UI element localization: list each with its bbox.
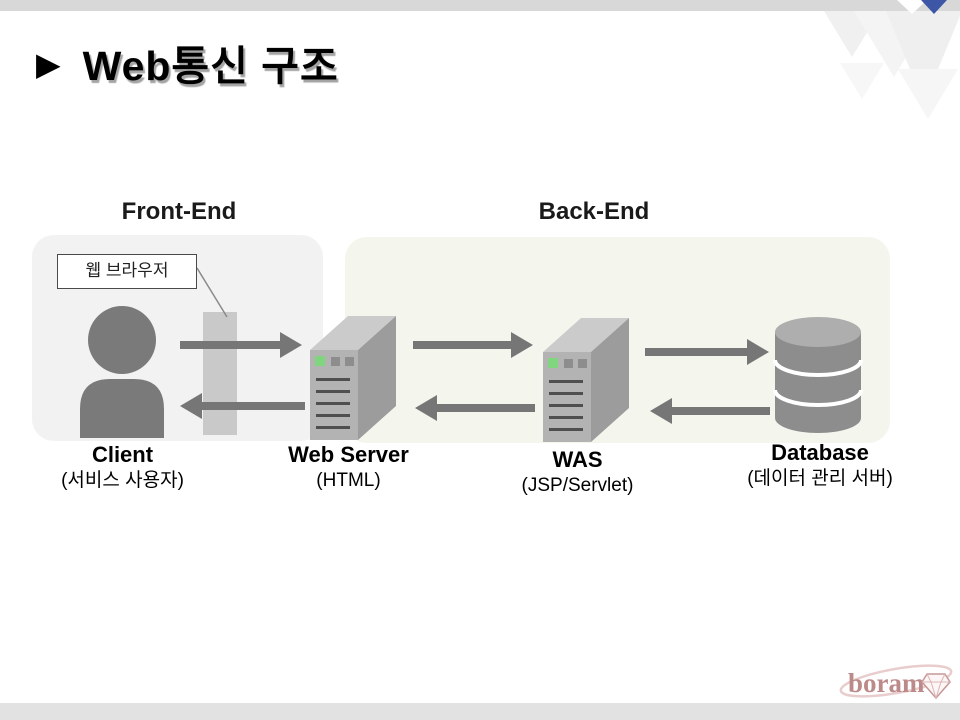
- server-led-icon: [315, 356, 325, 366]
- arrow-webserver-to-client: [202, 402, 305, 410]
- title-bullet-icon: ▶: [36, 46, 61, 82]
- boram-logo: boram: [839, 664, 953, 700]
- database-subtitle: (데이터 관리 서버): [747, 467, 893, 489]
- decorative-triangles: [810, 11, 960, 141]
- section-label-front-end: Front-End: [121, 198, 237, 225]
- blue-triangle-icon: [921, 0, 947, 14]
- was-title: WAS: [552, 447, 603, 472]
- web-server-label: Web Server (HTML): [266, 441, 431, 492]
- top-border-bar: [0, 0, 960, 11]
- bottom-border-bar: [0, 703, 960, 720]
- arrow-client-to-webserver: [180, 341, 280, 349]
- deco-triangle-icon: [898, 69, 958, 119]
- logo-text: boram: [848, 668, 925, 698]
- arrow-webserver-to-was: [413, 341, 511, 349]
- page-title-text: Web통신 구조: [82, 43, 339, 89]
- deco-triangle-icon: [840, 63, 884, 99]
- client-label: Client (서비스 사용자): [30, 441, 215, 492]
- person-icon: [80, 306, 164, 438]
- web-server-title: Web Server: [288, 442, 409, 467]
- database-label: Database (데이터 관리 서버): [710, 439, 930, 490]
- server-icon: [310, 316, 396, 440]
- browser-window-bar: [203, 312, 237, 435]
- arrow-was-to-database: [645, 348, 747, 356]
- page-title: ▶ Web통신 구조: [36, 32, 339, 92]
- logo-swoosh-icon: [839, 664, 953, 698]
- section-label-back-end: Back-End: [538, 198, 650, 225]
- diamond-icon: [921, 673, 951, 700]
- web-server-subtitle: (HTML): [316, 469, 381, 491]
- arrow-was-to-webserver: [437, 404, 535, 412]
- was-label: WAS (JSP/Servlet): [495, 446, 660, 497]
- client-subtitle: (서비스 사용자): [61, 469, 184, 491]
- server-icon: [543, 318, 629, 442]
- web-browser-callout: 웹 브라우저: [57, 254, 197, 289]
- database-icon: [773, 317, 863, 433]
- callout-connector-line: [196, 267, 228, 318]
- server-led-icon: [548, 358, 558, 368]
- arrow-database-to-was: [672, 407, 770, 415]
- database-title: Database: [771, 440, 869, 465]
- was-subtitle: (JSP/Servlet): [521, 474, 634, 496]
- client-title: Client: [91, 442, 154, 467]
- white-triangle-icon: [897, 0, 927, 14]
